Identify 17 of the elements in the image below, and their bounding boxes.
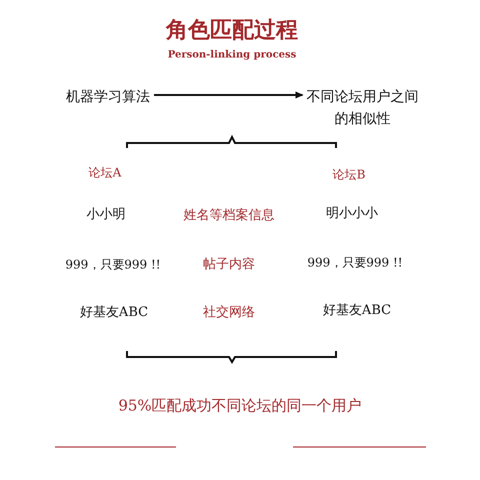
cell-text: 999，只要999 !! xyxy=(65,256,161,274)
row-label: 帖子内容 xyxy=(203,256,255,273)
cell-text: 999，只要999 !! xyxy=(307,254,403,272)
subtitle: Person-linking process xyxy=(168,50,296,60)
result-text: 95%匹配成功不同论坛的同一个用户 xyxy=(118,396,362,416)
cell-text: 明小小小 xyxy=(326,205,378,222)
column-heading: 论坛A xyxy=(88,164,122,182)
column-heading: 论坛B xyxy=(332,166,366,184)
arrow xyxy=(154,92,304,98)
node-text: 不同论坛用户之间的相似性 xyxy=(253,86,420,130)
row-label: 姓名等档案信息 xyxy=(184,207,274,224)
title: 角色匹配过程 xyxy=(166,16,298,45)
cell-text: 小小明 xyxy=(86,206,126,223)
node-text: 机器学习算法 xyxy=(66,86,209,108)
cell-text: 好基友ABC xyxy=(80,304,148,321)
row-label: 社交网络 xyxy=(203,304,255,321)
cell-text: 好基友ABC xyxy=(322,302,392,319)
